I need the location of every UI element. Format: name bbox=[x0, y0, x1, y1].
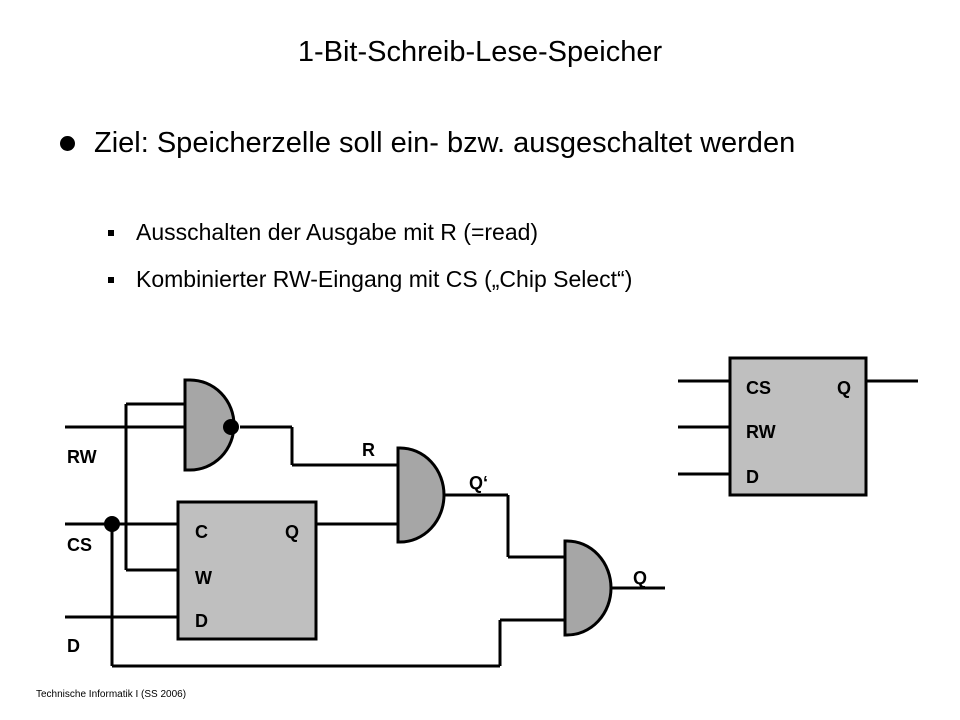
memory-block-box bbox=[728, 356, 868, 497]
bullet-square-icon bbox=[108, 230, 114, 236]
flipflop-label-w: W bbox=[195, 568, 212, 588]
wire-label-q: Q bbox=[633, 568, 647, 588]
sub-bullet-text: Ausschalten der Ausgabe mit R (=read) bbox=[136, 219, 539, 245]
main-bullet-text: Ziel: Speicherzelle soll ein- bzw. ausge… bbox=[94, 127, 796, 159]
input-label-cs: CS bbox=[67, 535, 92, 555]
flipflop-box bbox=[176, 500, 318, 641]
flipflop-label-c: C bbox=[195, 522, 208, 542]
inverter-bubble bbox=[223, 419, 239, 435]
wires bbox=[65, 379, 918, 668]
flipflop-label-d: D bbox=[195, 611, 208, 631]
slide-title: 1-Bit-Schreib-Lese-Speicher bbox=[297, 36, 663, 68]
block-label-d: D bbox=[746, 467, 759, 487]
block-label-q: Q bbox=[837, 378, 851, 398]
block-label-rw: RW bbox=[746, 422, 776, 442]
bullet-dot-icon bbox=[60, 136, 75, 151]
nand-gate bbox=[183, 378, 239, 472]
and-gate-output bbox=[563, 539, 613, 637]
sub-bullet-2: Kombinierter RW-Eingang mit CS („Chip Se… bbox=[108, 266, 632, 293]
main-bullet: Ziel: Speicherzelle soll ein- bzw. ausge… bbox=[60, 122, 880, 164]
input-label-d: D bbox=[67, 636, 80, 656]
flipflop-label-q: Q bbox=[285, 522, 299, 542]
input-label-rw: RW bbox=[67, 447, 97, 467]
footer: Technische Informatik I (SS 2006) bbox=[36, 689, 187, 700]
block-label-cs: CS bbox=[746, 378, 771, 398]
sub-bullet-text: Kombinierter RW-Eingang mit CS („Chip Se… bbox=[136, 266, 633, 292]
and-gate-read bbox=[396, 446, 446, 544]
wire-label-q-prime: Q‘ bbox=[469, 473, 488, 493]
junction-dot bbox=[104, 516, 120, 532]
wire-label-r: R bbox=[362, 440, 375, 460]
sub-bullet-1: Ausschalten der Ausgabe mit R (=read) bbox=[108, 219, 538, 246]
bullet-square-icon bbox=[108, 277, 114, 283]
